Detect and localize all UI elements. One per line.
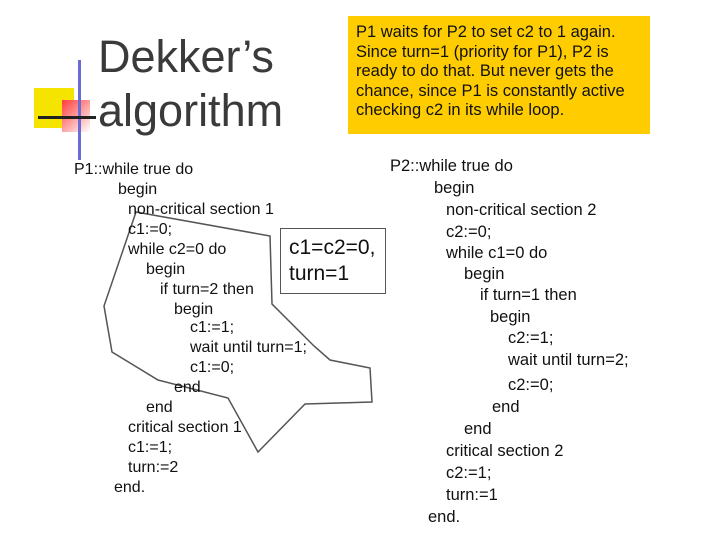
slide-title: Dekker’s algorithm [98,30,283,138]
p2-code-line: critical section 2 [446,442,564,460]
p1-code-line: begin [118,181,158,198]
initial-state-line-2: turn=1 [289,262,350,285]
p1-code-line: end. [114,479,146,496]
p2-code-line: begin [434,179,475,197]
p2-code-line: c2:=1; [446,464,492,482]
p1-code-line: non-critical section 1 [128,201,274,218]
p1-code-line: begin [146,261,186,278]
p1-code-line: if turn=2 then [160,281,254,298]
p1-code-line: turn:=2 [128,459,179,476]
p2-code-line: c2:=0; [446,223,492,241]
p1-code-line: wait until turn=1; [190,339,307,356]
p2-code-line: begin [464,265,505,283]
p1-code-line: P1::while true do [74,161,194,178]
p2-code-line: end. [428,508,461,526]
explanation-note: P1 waits for P2 to set c2 to 1 again. Si… [348,16,650,134]
slide-title-line-1: Dekker’s [98,31,274,82]
p1-code-line: begin [174,301,214,318]
p2-code-line: while c1=0 do [446,244,548,262]
p2-code-line: wait until turn=2; [508,351,629,369]
p1-code-line: c1:=1; [190,319,235,336]
p1-code-line: critical section 1 [128,419,242,436]
p1-code-line: while c2=0 do [128,241,227,258]
decorative-horizontal-line [38,116,96,119]
p2-code-line: end [492,398,520,416]
p2-code-line: non-critical section 2 [446,201,597,219]
p2-code-line: c2:=0; [508,376,554,394]
p1-code-line: c1:=0; [190,359,235,376]
p1-code-line: c1:=1; [128,439,173,456]
initial-state-callout: c1=c2=0, turn=1 [280,228,386,294]
p2-code-line: P2::while true do [390,157,513,175]
p1-code-line: c1:=0; [128,221,173,238]
p2-code-line: c2:=1; [508,329,554,347]
decorative-vertical-line [78,60,81,160]
p2-code-line: begin [490,308,531,326]
p2-code-line: turn:=1 [446,486,498,504]
slide-title-line-2: algorithm [98,85,284,136]
p1-code-line: end [146,399,173,416]
p1-code-line: end [174,379,201,396]
p2-code-line: if turn=1 then [480,286,577,304]
p2-code-line: end [464,420,492,438]
initial-state-line-1: c1=c2=0, [289,236,376,259]
